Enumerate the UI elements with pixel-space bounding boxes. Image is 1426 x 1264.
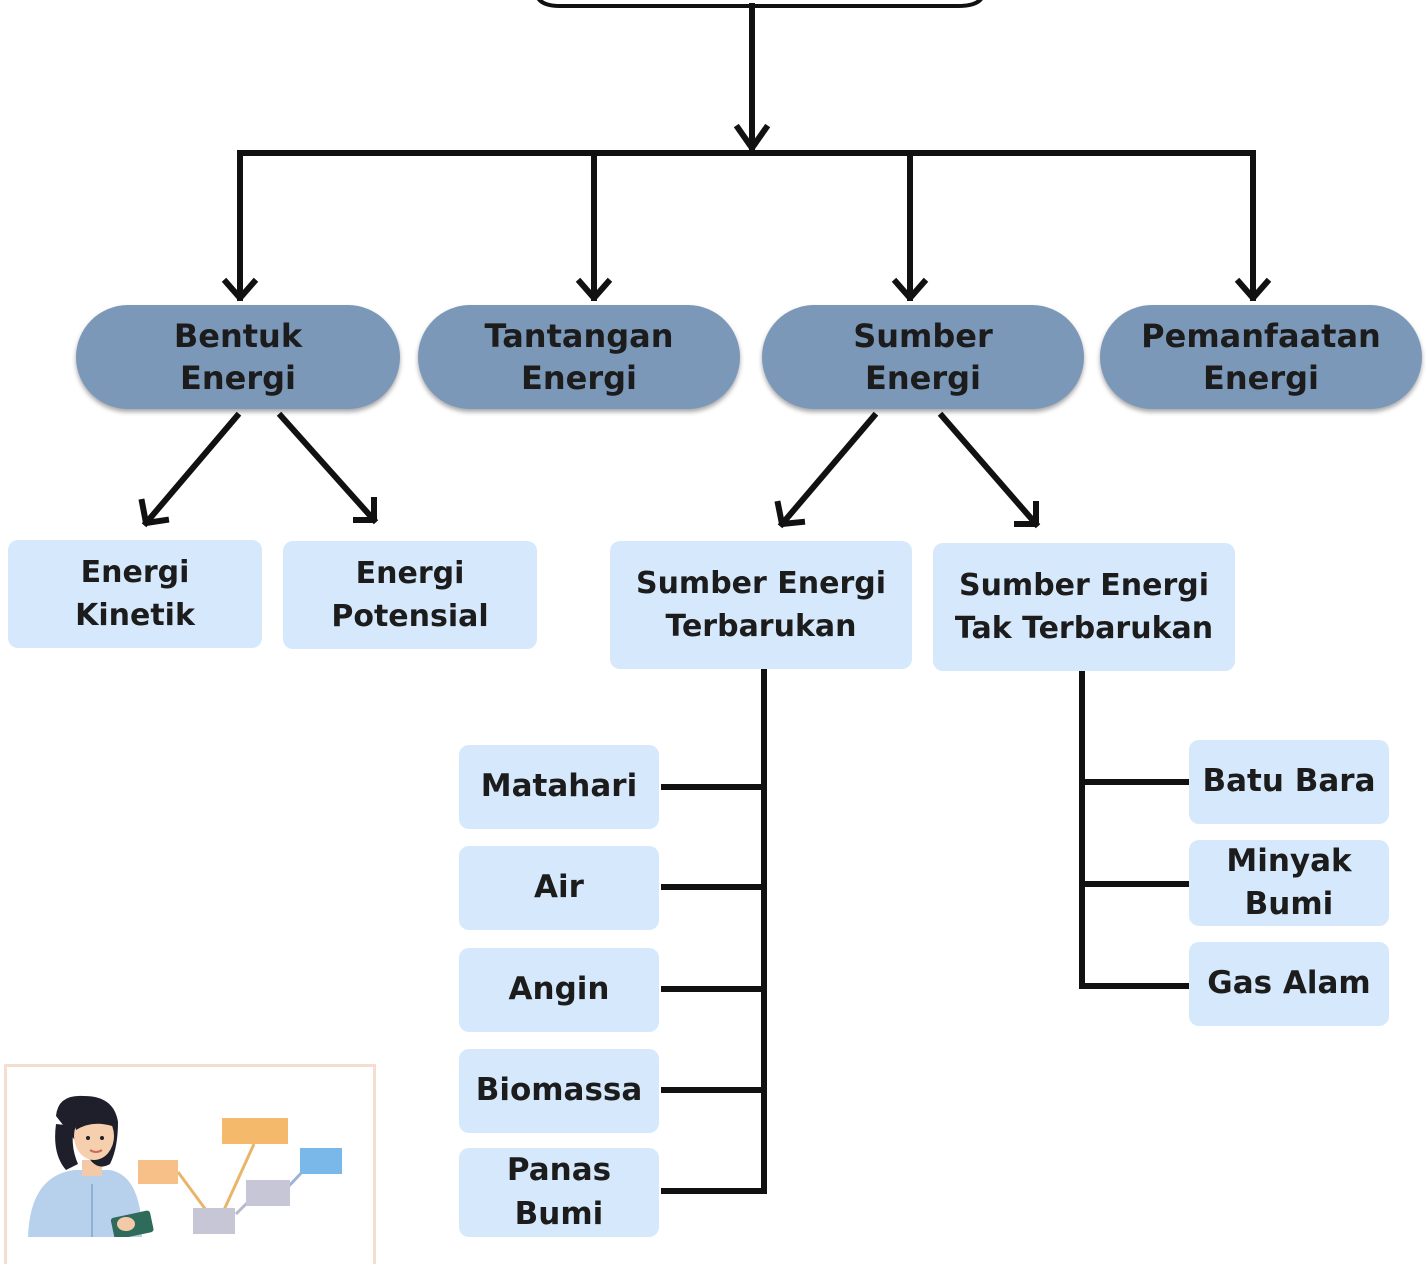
illustration-frame <box>4 1064 376 1264</box>
arrow-to-potensial <box>276 411 379 525</box>
arrow-to-kinetik <box>141 411 242 528</box>
node-minyak-bumi: Minyak Bumi <box>1189 840 1389 926</box>
node-tantangan-energi: Tantangan Energi <box>418 305 740 409</box>
node-biomassa: Biomassa <box>459 1049 659 1133</box>
mindmap-box-orange-top <box>222 1118 288 1144</box>
arrowhead-potensial <box>353 497 377 523</box>
arrowhead-tantangan <box>575 277 613 301</box>
node-gas-alam: Gas Alam <box>1189 942 1389 1026</box>
connector-lines <box>138 0 1272 1194</box>
teacher-figure <box>28 1095 154 1237</box>
arrow-to-terbarukan <box>777 411 879 529</box>
node-pemanfaatan-energi: Pemanfaatan Energi <box>1100 305 1422 409</box>
node-panas-bumi: Panas Bumi <box>459 1148 659 1237</box>
arrowhead-terbarukan <box>774 500 806 527</box>
node-sumber-energi: Sumber Energi <box>762 305 1084 409</box>
node-energi-kinetik: Energi Kinetik <box>8 540 262 648</box>
arrow-to-tak-terbarukan <box>937 411 1041 529</box>
mindmap-box-grey-right <box>246 1180 290 1206</box>
node-bentuk-energi: Bentuk Energi <box>76 305 400 409</box>
node-angin: Angin <box>459 948 659 1032</box>
arrowhead-bentuk <box>221 277 259 301</box>
mindmap-box-grey-bottom <box>193 1208 235 1234</box>
node-air: Air <box>459 846 659 930</box>
teacher-mindmap-illustration <box>28 1095 342 1237</box>
arrowhead-kinetik <box>138 498 170 526</box>
root-box-edge <box>537 0 983 8</box>
root-arrowhead <box>733 123 771 151</box>
arrowhead-sumber <box>891 277 929 301</box>
node-sumber-terbarukan: Sumber Energi Terbarukan <box>610 541 912 669</box>
mindmap-box-blue <box>300 1148 342 1174</box>
arrowhead-tak-terbarukan <box>1014 501 1039 527</box>
node-batu-bara: Batu Bara <box>1189 740 1389 824</box>
node-matahari: Matahari <box>459 745 659 829</box>
node-energi-potensial: Energi Potensial <box>283 541 537 649</box>
mindmap-box-orange-left <box>138 1160 178 1184</box>
arrowhead-pemanfaatan <box>1234 277 1272 301</box>
node-sumber-tak-terbarukan: Sumber Energi Tak Terbarukan <box>933 543 1235 671</box>
